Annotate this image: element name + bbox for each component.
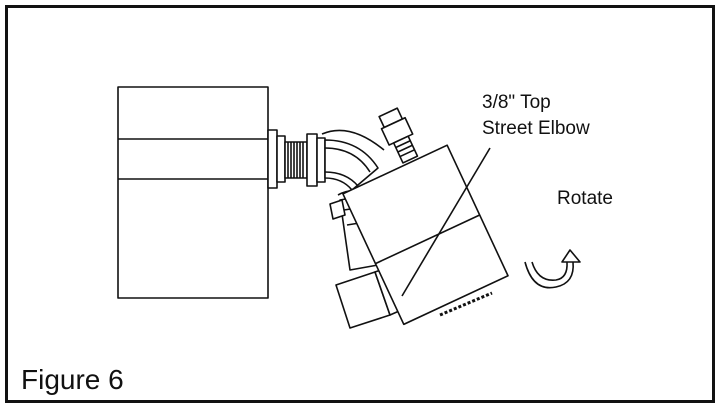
valve-connector-strip	[439, 291, 493, 317]
threaded-fitting	[267, 129, 326, 189]
figure-caption: Figure 6	[21, 364, 124, 395]
flare-fitting	[378, 107, 419, 164]
callout-leader	[401, 147, 491, 297]
rotate-arrow-icon	[524, 249, 581, 289]
figure-frame	[5, 5, 715, 403]
valve-body	[342, 144, 509, 326]
callout-label-line2: Street Elbow	[482, 118, 590, 139]
callout-label-line1: 3/8" Top	[482, 92, 551, 113]
rotate-label: Rotate	[557, 188, 613, 209]
main-housing	[117, 86, 269, 299]
street-elbow	[321, 129, 385, 191]
